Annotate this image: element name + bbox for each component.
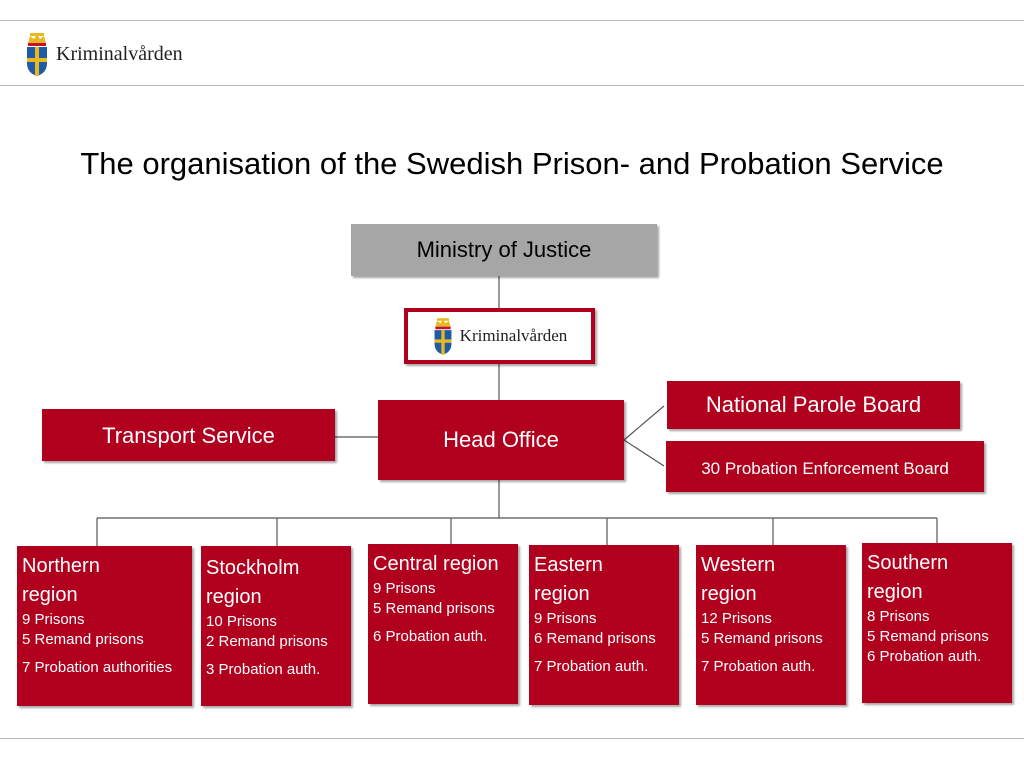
agency-logo: Kriminalvården: [407, 311, 592, 361]
region-remand: 5 Remand prisons: [22, 631, 144, 648]
region-name: Stockholm region: [206, 557, 300, 608]
footer-divider: [0, 738, 1024, 739]
probation-enforcement-board-label: 30 Probation Enforcement Board: [701, 458, 949, 478]
agency-crest-icon: [434, 318, 452, 355]
region-probation: 6 Probation auth.: [867, 648, 982, 665]
region-prisons: 9 Prisons: [22, 611, 85, 628]
region-name: Northern region: [22, 555, 100, 606]
region-probation: 7 Probation auth.: [534, 658, 649, 675]
slide-title: The organisation of the Swedish Prison- …: [80, 146, 944, 181]
top-divider: [0, 20, 1024, 21]
region-remand: 6 Remand prisons: [534, 630, 656, 647]
region-central: Central region 9 Prisons 5 Remand prison…: [368, 544, 518, 704]
region-remand: 2 Remand prisons: [206, 633, 328, 650]
region-remand: 5 Remand prisons: [373, 600, 495, 617]
national-parole-board-label: National Parole Board: [705, 392, 922, 417]
region-eastern: Eastern region 9 Prisons 6 Remand prison…: [529, 545, 679, 705]
region-probation: 7 Probation authorities: [22, 659, 173, 676]
region-prisons: 8 Prisons: [867, 608, 930, 625]
crest-icon: [27, 33, 47, 76]
region-prisons: 12 Prisons: [701, 610, 772, 627]
header-logo-text: Kriminalvården: [56, 42, 183, 65]
ministry-of-justice-box: Ministry of Justice: [351, 224, 657, 276]
region-prisons: 10 Prisons: [206, 613, 277, 630]
agency-logo-text: Kriminalvården: [459, 326, 568, 345]
region-stockholm: Stockholm region 10 Prisons 2 Remand pri…: [201, 546, 351, 706]
region-southern: Southern region 8 Prisons 5 Remand priso…: [862, 543, 1012, 703]
region-name: Western region: [701, 554, 776, 605]
head-office-box: Head Office: [378, 400, 624, 480]
region-probation: 7 Probation auth.: [701, 658, 816, 675]
header-logo: Kriminalvården: [24, 30, 183, 78]
region-probation: 6 Probation auth.: [373, 628, 488, 645]
region-remand: 5 Remand prisons: [867, 628, 989, 645]
region-name: Central region: [373, 553, 499, 575]
national-parole-board-box: National Parole Board: [667, 381, 960, 429]
ministry-label: Ministry of Justice: [416, 237, 592, 262]
region-name: Southern region: [867, 552, 949, 603]
header-divider: [0, 85, 1024, 86]
transport-service-box: Transport Service: [42, 409, 335, 461]
region-remand: 5 Remand prisons: [701, 630, 823, 647]
region-probation: 3 Probation auth.: [206, 661, 321, 678]
region-prisons: 9 Prisons: [534, 610, 597, 627]
head-office-label: Head Office: [443, 427, 559, 452]
region-northern: Northern region 9 Prisons 5 Remand priso…: [17, 546, 192, 706]
probation-enforcement-board-box: 30 Probation Enforcement Board: [666, 441, 984, 492]
region-name: Eastern region: [534, 554, 603, 605]
region-prisons: 9 Prisons: [373, 580, 436, 597]
transport-service-label: Transport Service: [102, 423, 275, 448]
region-western: Western region 12 Prisons 5 Remand priso…: [696, 545, 846, 705]
